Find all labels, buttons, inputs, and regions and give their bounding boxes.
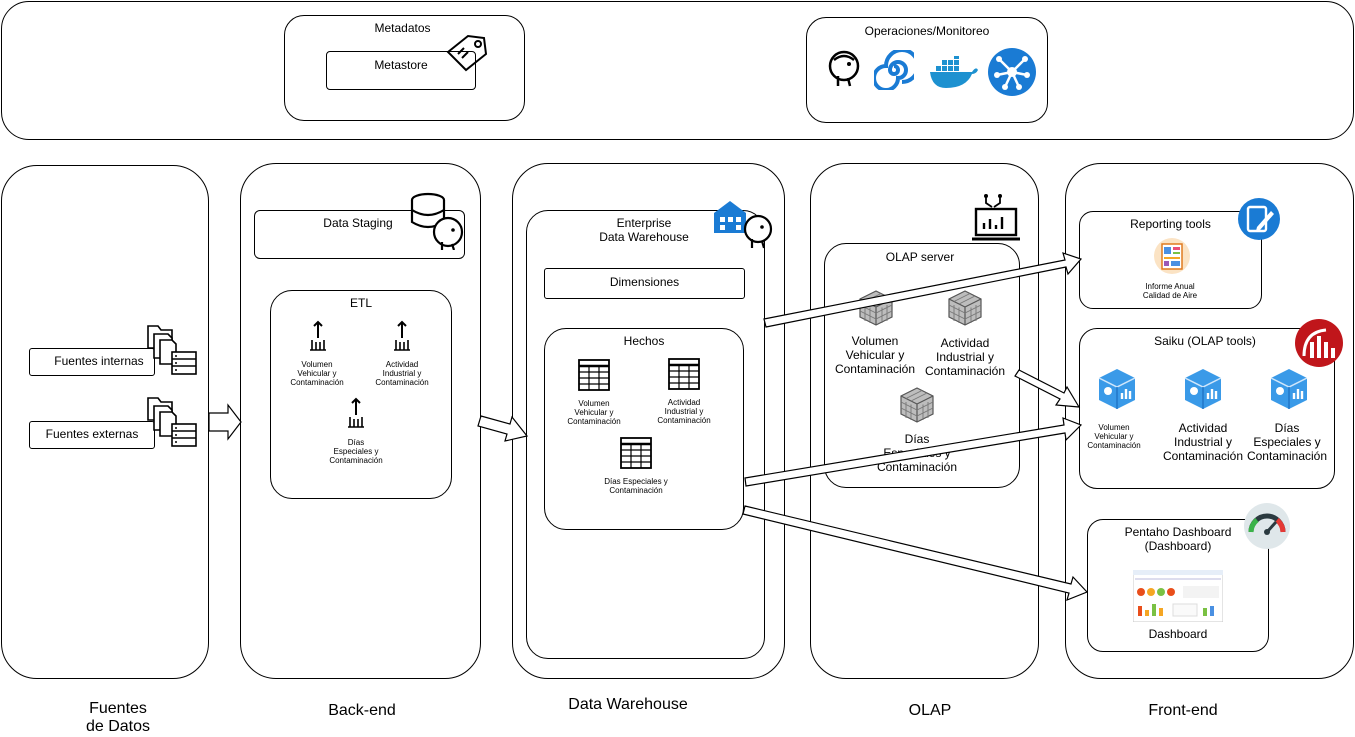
- files-database-icon: [147, 325, 197, 375]
- dimensiones-box: [544, 268, 745, 299]
- fuentes-externas-box: [29, 421, 155, 449]
- hechos-item-label: Días Especiales y Contaminación: [604, 477, 668, 496]
- fuentes-internas-label: Fuentes internas: [54, 354, 144, 368]
- price-tag-icon: [446, 34, 488, 72]
- docker-icon: [930, 56, 978, 88]
- table-icon: [668, 358, 700, 390]
- warehouse-postgres-icon: [714, 201, 773, 249]
- column-label-frontend: Front-end: [1148, 702, 1218, 719]
- report-edit-icon: [1238, 198, 1280, 240]
- hechos-title: Hechos: [623, 334, 665, 348]
- saiku-box: [1079, 328, 1335, 489]
- analytics-cube-icon: [1270, 369, 1308, 409]
- metastore-box: [326, 51, 476, 90]
- top-band: [1, 1, 1354, 140]
- table-icon: [578, 359, 610, 391]
- pentaho-dashboard-title: Pentaho Dashboard (Dashboard): [1124, 525, 1232, 553]
- fuentes-externas-label: Fuentes externas: [45, 427, 139, 441]
- etl-job-icon: [394, 320, 410, 351]
- dimensiones-label: Dimensiones: [609, 275, 680, 289]
- cube-label: Actividad Industrial y Contaminación: [924, 336, 1006, 378]
- column-label-fuentes: Fuentes de Datos: [85, 700, 151, 736]
- analytics-cube-icon: [1098, 369, 1136, 409]
- reporting-tools-title: Reporting tools: [1130, 217, 1211, 231]
- enterprise-dw-title: Enterprise Data Warehouse: [599, 216, 689, 244]
- saiku-logo-icon: [1295, 319, 1343, 367]
- saiku-item-label: Días Especiales y Contaminación: [1246, 421, 1328, 463]
- saiku-title: Saiku (OLAP tools): [1154, 334, 1256, 348]
- report-document-icon: [1154, 238, 1190, 274]
- saiku-item-label: Volumen Vehicular y Contaminación: [1087, 423, 1141, 451]
- etl-title: ETL: [349, 296, 372, 310]
- laptop-analytics-icon: [972, 194, 1020, 241]
- metadatos-title: Metadatos: [374, 21, 431, 35]
- etl-item-label: Volumen Vehicular y Contaminación: [290, 360, 344, 388]
- metastore-label: Metastore: [374, 58, 428, 72]
- olap-server-title: OLAP server: [885, 250, 955, 264]
- dashboard-thumbnail: [1133, 570, 1223, 622]
- postgresql-icon: [828, 50, 860, 87]
- cube-icon: [859, 290, 893, 326]
- column-label-olap: OLAP: [908, 702, 952, 719]
- fuentes-internas-box: [29, 348, 155, 376]
- hechos-item-label: Volumen Vehicular y Contaminación: [567, 399, 621, 427]
- operaciones-title: Operaciones/Monitoreo: [864, 24, 990, 38]
- arrow-fuentes-to-backend: [208, 403, 242, 441]
- database-postgres-icon: [410, 192, 464, 250]
- data-staging-label: Data Staging: [323, 216, 393, 230]
- pentaho-item-label: Dashboard: [1148, 627, 1208, 641]
- hechos-item-label: Actividad Industrial y Contaminación: [657, 398, 711, 426]
- etl-box: [270, 290, 452, 499]
- cube-icon: [900, 387, 934, 423]
- table-icon: [620, 437, 652, 469]
- reporting-item-label: Informe Anual Calidad de Aire: [1142, 282, 1198, 301]
- etl-job-icon: [348, 397, 364, 428]
- files-database-icon: [147, 397, 197, 447]
- hechos-box: [544, 328, 744, 530]
- etl-item-label: Actividad Industrial y Contaminación: [375, 360, 429, 388]
- cube-icon: [948, 290, 982, 326]
- saiku-item-label: Actividad Industrial y Contaminación: [1162, 421, 1244, 463]
- etl-job-icon: [310, 320, 326, 351]
- spiral-logo-icon: [874, 50, 914, 90]
- cube-label: Volumen Vehicular y Contaminación: [834, 334, 916, 376]
- column-label-dw: Data Warehouse: [568, 696, 688, 713]
- etl-item-label: Días Especiales y Contaminación: [329, 438, 383, 466]
- gauge-icon: [1244, 503, 1290, 549]
- column-label-backend: Back-end: [328, 702, 396, 719]
- analytics-cube-icon: [1184, 369, 1222, 409]
- network-hub-icon: [988, 48, 1036, 96]
- cube-label: Días Especiales y Contaminación: [876, 432, 958, 474]
